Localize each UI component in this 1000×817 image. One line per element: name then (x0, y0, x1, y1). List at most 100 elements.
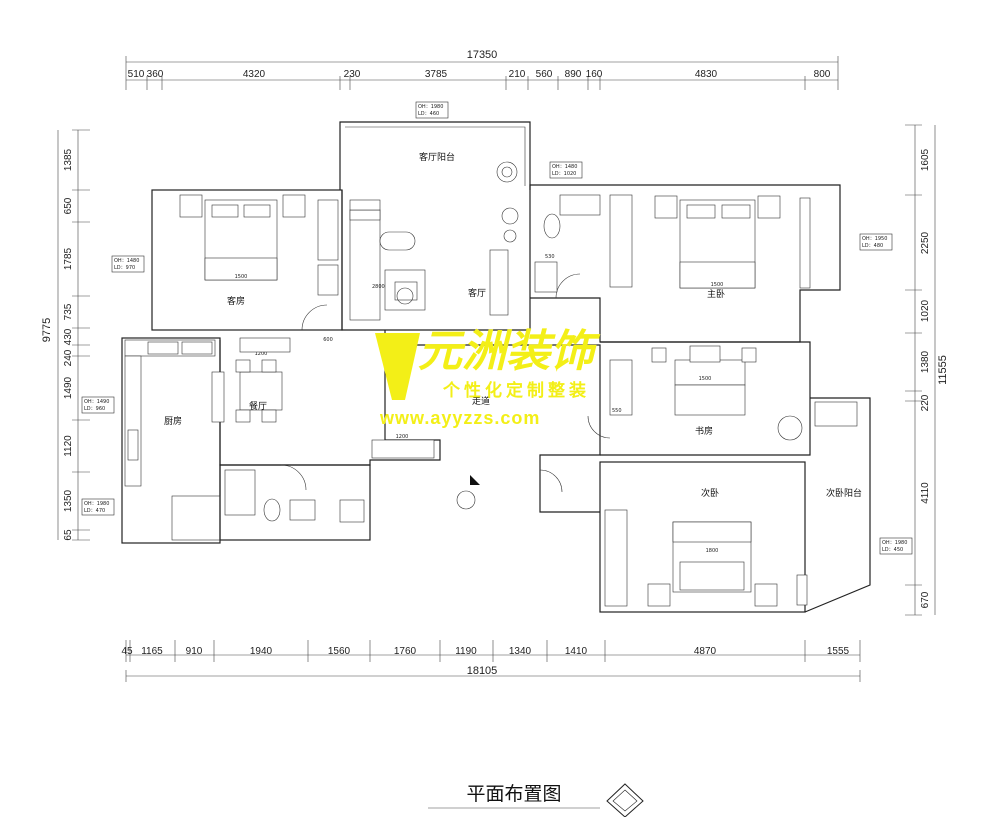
walls (121, 121, 871, 613)
window-tag-5: OH：1980 LD：470 (81, 498, 115, 516)
brand-url: www.ayyzzs.com (379, 408, 540, 428)
top-dim-3: 230 (344, 69, 361, 80)
study-desk-dim: 1500 (699, 376, 712, 382)
svg-text:OH：1490: OH：1490 (84, 399, 109, 405)
bottom-dim-1: 1165 (141, 646, 163, 657)
top-dim-0: 510 (128, 69, 145, 80)
right-dim-1: 2250 (920, 231, 931, 254)
right-dim-5: 4110 (920, 482, 931, 504)
svg-text:OH：1480: OH：1480 (552, 164, 577, 170)
svg-text:LD：450: LD：450 (882, 547, 903, 553)
brand-name: 元洲装饰 (418, 326, 601, 377)
svg-text:OH：1950: OH：1950 (862, 236, 887, 242)
left-dim-7: 1120 (63, 435, 74, 457)
master-bed-dim: 1500 (711, 282, 724, 288)
tv-cabinet-dim: 1200 (396, 434, 409, 440)
drawing-title: 平面布置图 (466, 783, 561, 805)
left-dim-2: 1785 (63, 247, 74, 270)
window-tags: OH：1980 LD：460 OH：1480 LD：1020 OH：1480 L… (81, 101, 913, 555)
bottom-dim-0: 45 (121, 646, 133, 657)
compass-rose-icon (606, 783, 644, 817)
brand-logo-icon (375, 333, 420, 400)
cabinet-530-dim: 530 (545, 254, 555, 260)
svg-text:LD：460: LD：460 (418, 111, 439, 117)
top-dim-5: 210 (509, 69, 526, 80)
plant-decor (396, 161, 519, 305)
svg-text:LD：960: LD：960 (84, 406, 105, 412)
bottom-dim-9: 4870 (694, 646, 717, 657)
window-tag-2: OH：1480 LD：970 (111, 255, 145, 273)
bottom-total-dim: 18105 (467, 665, 498, 677)
top-dim-6: 560 (536, 69, 553, 80)
right-dim-2: 1020 (920, 299, 931, 322)
dining-table-dim: 1200 (255, 351, 268, 357)
left-dimensions: 9775 1385 650 1785 735 430 240 1490 1120… (41, 129, 90, 541)
right-dim-3: 1380 (920, 350, 931, 373)
bottom-dim-2: 910 (186, 646, 203, 657)
bottom-dim-4: 1560 (328, 646, 351, 657)
window-tag-3: OH：1950 LD：480 (859, 233, 893, 251)
bottom-dim-6: 1190 (455, 646, 477, 657)
top-dim-10: 800 (814, 69, 831, 80)
furniture: 1500 600 2800 1500 530 (124, 194, 858, 607)
right-dim-0: 1605 (920, 148, 931, 171)
left-total-dim: 9775 (41, 318, 53, 342)
svg-text:LD：480: LD：480 (862, 243, 883, 249)
top-dimensions: 17350 510 360 4320 230 3785 210 560 890 … (125, 49, 839, 90)
svg-text:LD：470: LD：470 (84, 508, 105, 514)
right-dim-6: 670 (920, 591, 931, 608)
guest-bed-dim: 1500 (235, 274, 248, 280)
sofa-dim: 2800 (372, 284, 385, 290)
room-living: 客厅 (468, 287, 486, 299)
svg-text:LD：1020: LD：1020 (552, 171, 576, 177)
brand-watermark: 元洲装饰 个性化定制整装 www.ayyzzs.com (375, 326, 601, 428)
top-dim-1: 360 (147, 69, 164, 80)
left-dim-4: 430 (63, 328, 74, 345)
left-dim-8: 1350 (63, 489, 74, 512)
svg-text:OH：1980: OH：1980 (882, 540, 907, 546)
svg-text:OH：1480: OH：1480 (114, 258, 139, 264)
left-dim-3: 735 (63, 303, 74, 320)
bottom-dim-3: 1940 (250, 646, 273, 657)
room-second-bedroom: 次卧 (701, 487, 719, 499)
room-living-balcony: 客厅阳台 (419, 151, 455, 163)
left-dim-6: 1490 (63, 376, 74, 399)
window-tag-4: OH：1490 LD：960 (81, 396, 115, 414)
top-dim-8: 160 (586, 69, 603, 80)
bottom-dim-7: 1340 (509, 646, 532, 657)
bottom-dim-8: 1410 (565, 646, 588, 657)
bottom-dimensions: 45 1165 910 1940 1560 1760 1190 1340 141… (121, 640, 861, 682)
top-dim-2: 4320 (243, 69, 266, 80)
left-dim-0: 1385 (63, 148, 74, 171)
svg-text:LD：970: LD：970 (114, 265, 135, 271)
second-bed-dim: 1800 (706, 548, 719, 554)
cabinet-550-dim: 550 (612, 408, 622, 414)
room-corridor: 走道 (472, 395, 490, 407)
room-master: 主卧 (707, 288, 725, 300)
cabinet-600-dim: 600 (323, 337, 333, 343)
room-second-balcony: 次卧阳台 (826, 487, 862, 499)
room-dining: 餐厅 (249, 400, 267, 412)
room-kitchen: 厨房 (164, 415, 182, 427)
room-guest: 客房 (227, 295, 245, 307)
right-dimensions: 11555 1605 2250 1020 1380 220 4110 670 (905, 124, 949, 616)
svg-text:OH：1980: OH：1980 (84, 501, 109, 507)
brand-slogan: 个性化定制整装 (442, 380, 590, 401)
compass-icon (456, 475, 480, 510)
svg-text:OH：1980: OH：1980 (418, 104, 443, 110)
room-labels: 客厅阳台 客房 客厅 主卧 厨房 餐厅 走道 书房 次卧 次卧阳台 (164, 151, 862, 499)
left-dim-9: 65 (63, 529, 74, 541)
room-study: 书房 (695, 425, 713, 437)
window-tag-1: OH：1480 LD：1020 (549, 161, 583, 179)
drawing-title-block: 平面布置图 (428, 783, 644, 817)
left-dim-1: 650 (63, 197, 74, 214)
top-dim-7: 890 (565, 69, 582, 80)
right-dim-4: 220 (920, 394, 931, 411)
left-dim-5: 240 (63, 349, 74, 366)
bottom-dim-5: 1760 (394, 646, 417, 657)
top-total-dim: 17350 (467, 49, 498, 61)
top-dim-4: 3785 (425, 69, 448, 80)
right-total-dim: 11555 (937, 355, 949, 385)
top-dim-9: 4830 (695, 69, 718, 80)
